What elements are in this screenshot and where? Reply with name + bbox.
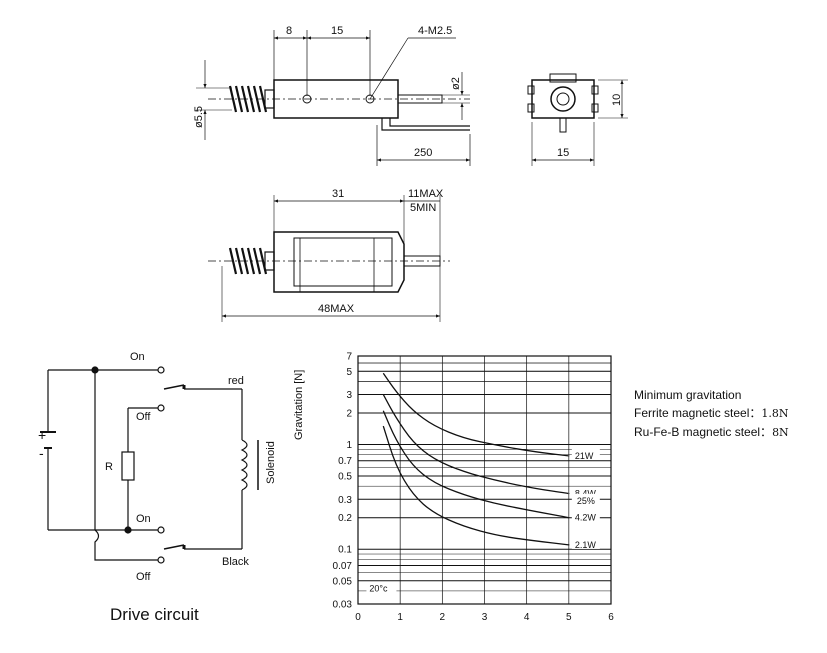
- series-label: 21W: [575, 451, 594, 461]
- rufeb-row: Ru-Fe-B magnetic steel：8N: [634, 423, 789, 442]
- resistor: [121, 451, 135, 481]
- y-tick-label: 1: [346, 440, 352, 451]
- pct-label-bg: [571, 493, 600, 505]
- series-line-21W: [382, 425, 570, 546]
- series-label: 2.1W: [575, 540, 597, 550]
- minus-sign: -: [39, 445, 44, 461]
- dim-11max: 11MAX: [408, 188, 444, 200]
- dim-48max: 48MAX: [318, 303, 355, 315]
- end-view-drawing: [527, 73, 628, 166]
- solenoid-coil: [240, 439, 248, 491]
- dim-phi2: ø2: [450, 77, 462, 90]
- label-red: red: [228, 375, 244, 387]
- x-tick-label: 6: [608, 612, 614, 623]
- rufeb-value: 8N: [772, 426, 789, 439]
- annotation-bg: [366, 581, 397, 594]
- x-tick-label: 3: [482, 612, 488, 623]
- y-tick-label: 0.2: [338, 513, 352, 524]
- dim-15-end: 15: [557, 147, 569, 159]
- label-black: Black: [222, 556, 249, 568]
- series-label-bg: [571, 510, 600, 522]
- ferrite-row: Ferrite magnetic steel：1.8N: [634, 404, 789, 423]
- series-line-42W: [382, 410, 570, 519]
- label-r: R: [105, 461, 113, 473]
- pct-label: 25%: [577, 496, 595, 506]
- x-tick-label: 1: [397, 612, 403, 623]
- y-tick-label: 3: [346, 390, 352, 401]
- x-tick-label: 5: [566, 612, 572, 623]
- y-tick-label: 0.7: [338, 456, 352, 467]
- min-gravitation-notes: Minimum gravitation Ferrite magnetic ste…: [634, 386, 789, 442]
- y-tick-label: 0.1: [338, 545, 352, 556]
- x-tick-label: 0: [355, 612, 361, 623]
- label-off-bottom: Off: [136, 571, 151, 583]
- series-label-bg: [571, 537, 600, 549]
- drive-circuit-schematic: [40, 366, 259, 564]
- ferrite-label: Ferrite magnetic steel：: [634, 406, 762, 420]
- series-label: 8.4W: [575, 489, 597, 499]
- dim-31: 31: [332, 188, 344, 200]
- series-label-bg: [571, 448, 600, 460]
- dim-hole-spec: 4-M2.5: [418, 25, 452, 37]
- label-solenoid: Solenoid: [265, 441, 277, 484]
- series-line-21W: [382, 372, 570, 457]
- rufeb-label: Ru-Fe-B magnetic steel：: [634, 425, 773, 439]
- y-tick-label: 7: [346, 352, 352, 363]
- gravitation-chart: 0 1 2 3 4 5 6 0.03 0.05 0.07 0.1 0.2 0.3 0.5 0.7 1 2 3 5 7G…: [293, 352, 614, 624]
- notes-title: Minimum gravitation: [634, 388, 742, 402]
- temperature-annotation: 20°c: [369, 584, 388, 594]
- y-tick-label: 0.5: [338, 472, 352, 483]
- label-off-top: Off: [136, 411, 151, 423]
- side-view-drawing: [208, 195, 450, 322]
- dim-5min: 5MIN: [410, 202, 436, 214]
- dim-8: 8: [286, 25, 292, 37]
- dim-15-top: 15: [331, 25, 343, 37]
- y-tick-label: 0.05: [333, 576, 353, 587]
- dim-10: 10: [611, 94, 623, 106]
- x-tick-label: 2: [440, 612, 446, 623]
- series-line-84W: [382, 394, 570, 495]
- y-tick-label: 5: [346, 367, 352, 378]
- series-label-bg: [571, 486, 600, 498]
- dim-phi5-5: ø5.5: [193, 106, 205, 128]
- label-on-top: On: [130, 351, 145, 363]
- plus-sign: +: [38, 427, 46, 443]
- ferrite-value: 1.8N: [761, 407, 789, 420]
- x-tick-label: 4: [524, 612, 530, 623]
- y-tick-label: 2: [346, 408, 352, 419]
- circuit-title: Drive circuit: [110, 605, 199, 624]
- y-tick-label: 0.3: [338, 495, 352, 506]
- label-on-bottom: On: [136, 513, 151, 525]
- series-label: 4.2W: [575, 513, 597, 523]
- y-tick-label: 0.03: [333, 600, 353, 611]
- top-view-drawing: [196, 30, 471, 166]
- y-tick-label: 0.07: [333, 561, 353, 572]
- dim-250: 250: [414, 147, 432, 159]
- y-axis-label: Gravitation [N]: [293, 370, 305, 440]
